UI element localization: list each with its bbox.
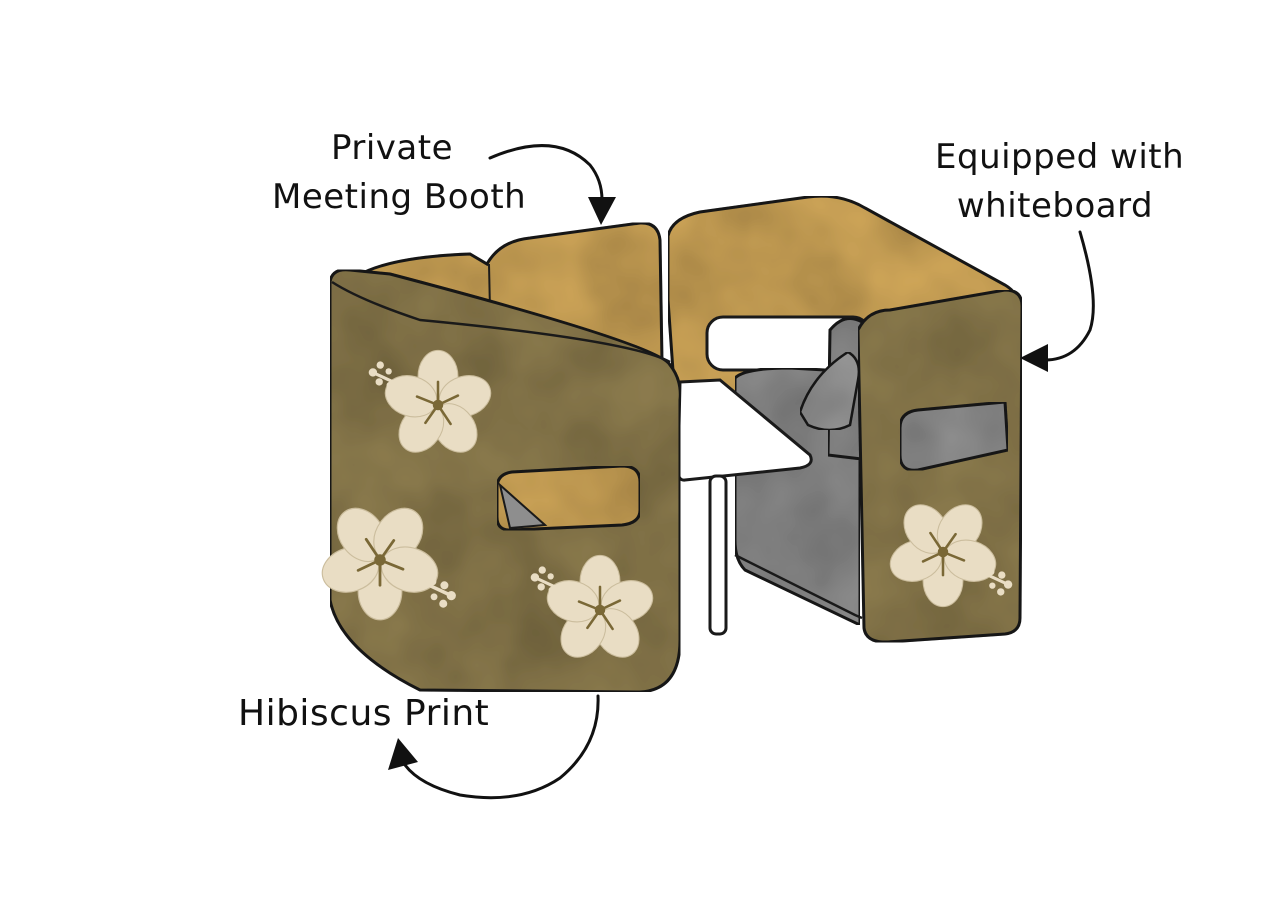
whiteboard-annotation-line2: whiteboard <box>956 186 1154 227</box>
booth-annotation-line1: Private <box>330 128 454 168</box>
side-window-right <box>898 400 1010 472</box>
booth-annotation-line2: Meeting Booth <box>272 177 527 218</box>
print-annotation-text: Hibiscus Print <box>238 693 490 734</box>
side-window-left-seat <box>498 482 548 530</box>
booth-annotation: Private Meeting Booth <box>272 124 527 223</box>
whiteboard-annotation: Equipped with whiteboard <box>935 133 1185 232</box>
arrow-whiteboard-icon <box>1020 230 1095 372</box>
table-leg <box>708 474 728 636</box>
sofa-base <box>734 553 863 620</box>
arrow-print-icon <box>388 694 600 800</box>
print-annotation: Hibiscus Print <box>238 688 490 740</box>
whiteboard-annotation-line1: Equipped with <box>935 137 1185 177</box>
left-panel-wrap <box>331 280 671 364</box>
arrow-booth-icon <box>488 144 616 225</box>
